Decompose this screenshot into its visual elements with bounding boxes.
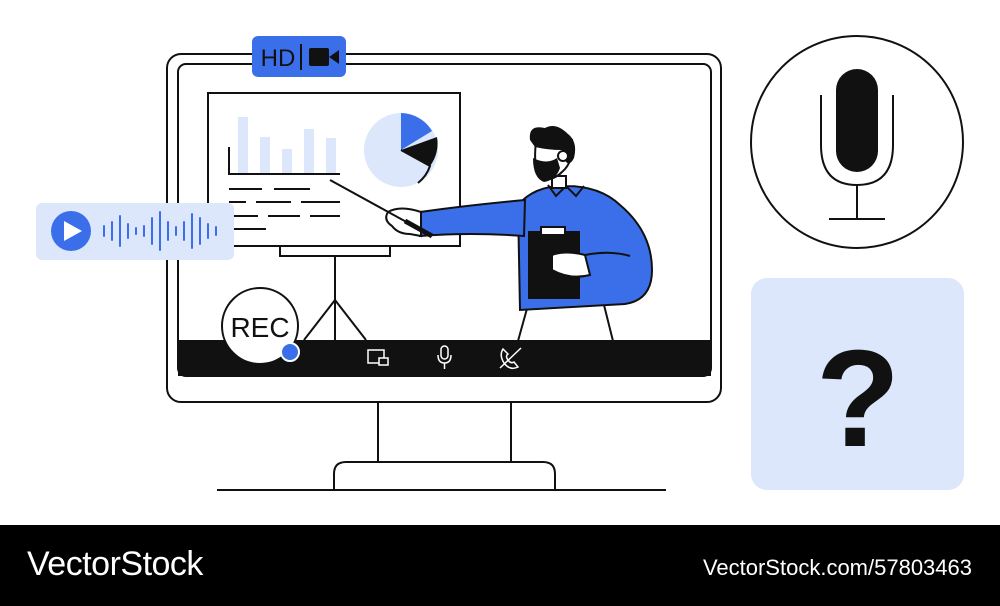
pie-chart-graphic xyxy=(364,113,438,187)
phone-icon[interactable] xyxy=(499,347,522,370)
rec-badge[interactable]: REC xyxy=(221,287,300,365)
rec-label: REC xyxy=(230,312,289,343)
brand-logo: VectorStock xyxy=(27,545,203,583)
presentation-board xyxy=(207,92,461,341)
illustration: REC HD xyxy=(36,35,964,491)
footer-url[interactable]: VectorStock.com/57803463 xyxy=(702,555,972,580)
play-icon[interactable] xyxy=(51,211,91,251)
microphone-icon[interactable] xyxy=(437,345,452,369)
question-icon: ? xyxy=(816,322,900,476)
footer-bar: VectorStock VectorStock.com/57803463 xyxy=(0,525,1000,606)
audio-player[interactable] xyxy=(36,203,234,260)
presenter-figure xyxy=(329,126,654,342)
audio-waveform xyxy=(103,211,217,251)
hd-badge[interactable]: HD xyxy=(252,36,346,77)
question-card[interactable]: ? xyxy=(751,278,964,490)
video-camera-icon xyxy=(309,48,339,66)
bar-chart-graphic xyxy=(238,117,336,174)
hd-label: HD xyxy=(261,45,296,72)
microphone-icon-large xyxy=(750,35,964,249)
screen-share-icon[interactable] xyxy=(367,349,389,366)
